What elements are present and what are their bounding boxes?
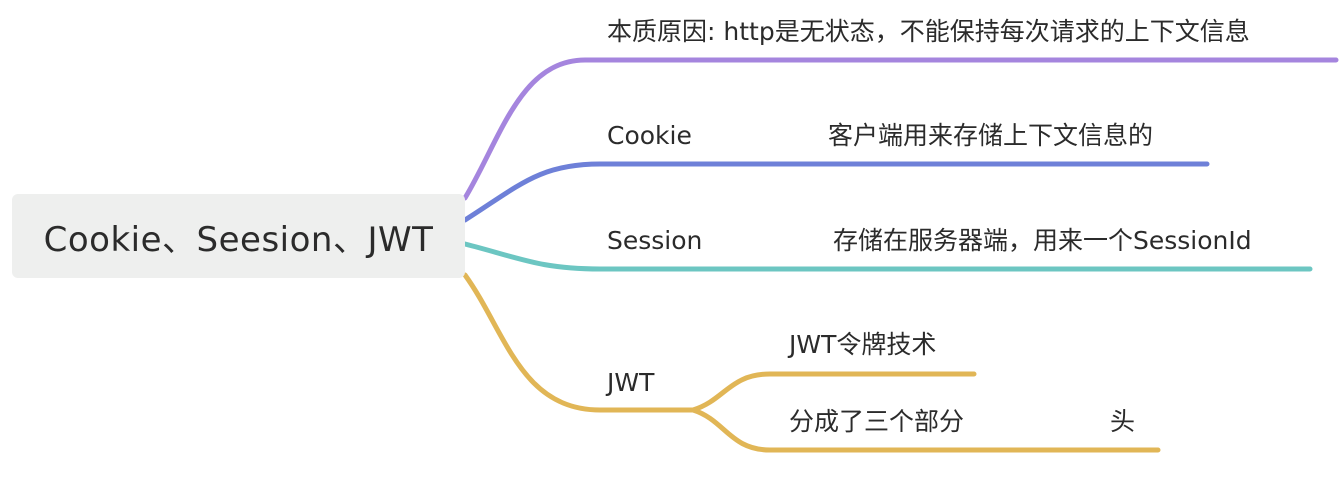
session-detail[interactable]: 存储在服务器端，用来一个SessionId	[833, 226, 1252, 255]
reason-label[interactable]: 本质原因: http是无状态，不能保持每次请求的上下文信息	[607, 17, 1250, 47]
reason-detail: http是无状态，不能保持每次请求的上下文信息	[723, 17, 1250, 46]
branch-line-jwt-token	[690, 371, 977, 413]
branch-line-jwt	[462, 272, 696, 413]
jwt-label[interactable]: JWT	[607, 368, 655, 397]
jwt-token-label[interactable]: JWT令牌技术	[789, 330, 937, 359]
branch-line-cookie	[462, 161, 1210, 223]
cookie-detail[interactable]: 客户端用来存储上下文信息的	[828, 121, 1154, 150]
session-label[interactable]: Session	[607, 226, 703, 255]
jwt-parts-label[interactable]: 分成了三个部分	[789, 407, 965, 436]
branch-line-jwt-parts	[690, 407, 1161, 453]
root-title: Cookie、Seesion、JWT	[43, 219, 434, 260]
root-node[interactable]: Cookie、Seesion、JWT	[12, 194, 465, 278]
branch-line-session	[462, 241, 1313, 272]
cookie-label[interactable]: Cookie	[607, 121, 692, 150]
branch-line-reason	[462, 57, 1339, 201]
jwt-parts-detail[interactable]: 头	[1110, 407, 1136, 436]
reason-label-text: 本质原因:	[607, 17, 716, 46]
